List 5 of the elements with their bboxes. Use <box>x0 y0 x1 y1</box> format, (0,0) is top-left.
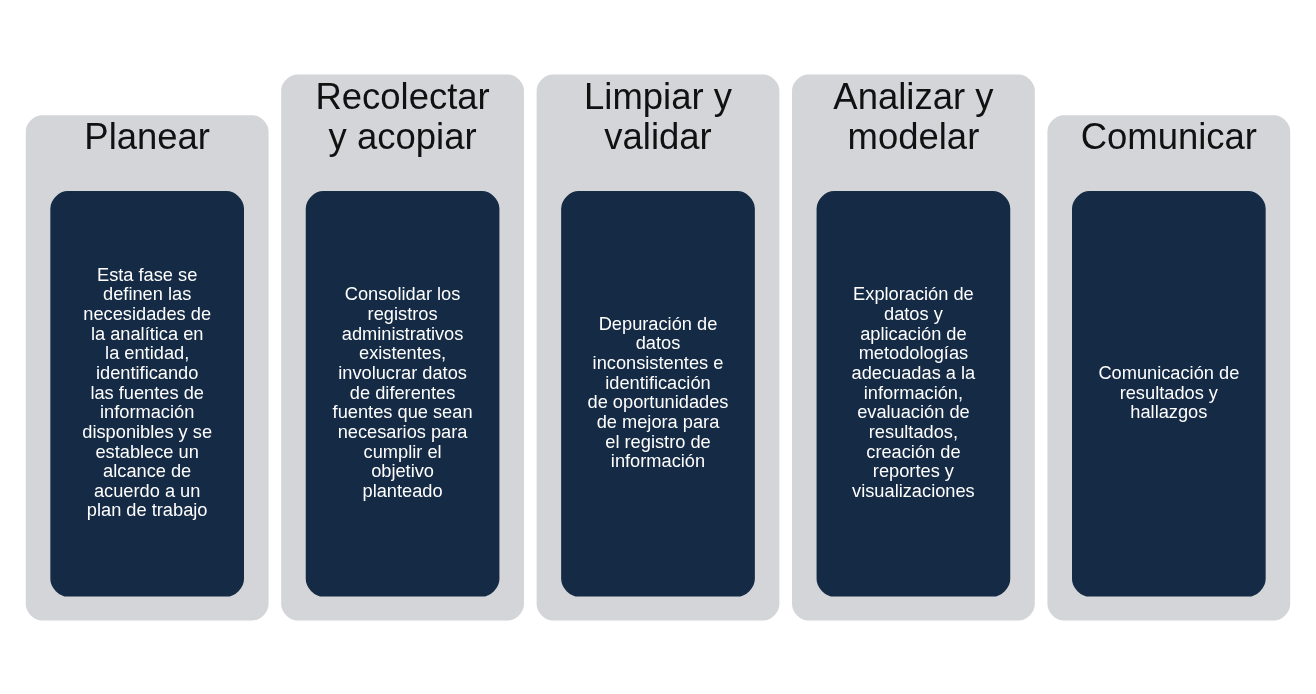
node-box: Consolidar los registros administrativos existentes, involucrar datos de diferentes fuentes que sean necesarios para cumplir el objetivo planteado <box>305 190 500 597</box>
node-box: Depuración de datos inconsistentes e identificación de oportunidades de mejora para el registro de información <box>561 190 755 597</box>
node-box: Esta fase se definen las necesidades de la analítica en la entidad, identificando las fuentes de información disponibles y se establece un alcance de acuerdo a un plan de trabajo <box>50 190 244 597</box>
node-box: Comunicación de resultados y hallazgos <box>1072 190 1266 597</box>
node-box: Exploración de datos y aplicación de metodologías adecuadas a la información, evaluación de resultados, creación de reportes y visualizaciones <box>816 190 1011 597</box>
